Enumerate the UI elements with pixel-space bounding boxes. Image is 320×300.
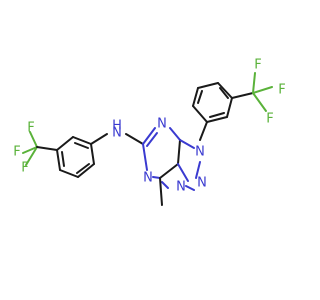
- bond-left-ring-3: [90, 143, 95, 165]
- bond-left-ring-double-2: [76, 163, 90, 174]
- bond-triazole-ring: [199, 121, 208, 141]
- bond-pyr-6: [152, 176, 161, 179]
- bond-f-cf3-left-2: [22, 146, 38, 154]
- atom-f-left-top: F: [27, 121, 34, 136]
- bond-pyr-2: [169, 127, 181, 141]
- atom-labels-layer: H N N N N N N F F F F F F: [13, 58, 285, 195]
- bond-f-cf3-right-2: [252, 86, 273, 94]
- bond-up-ring-3: [197, 82, 219, 89]
- bond-up-ring-5: [226, 97, 233, 118]
- bond-tri-1: [179, 139, 195, 149]
- bond-f-cf3-left-3: [25, 146, 38, 166]
- bond-nh-pyrimidine: [125, 133, 144, 145]
- bond-up-ring-cf3: [231, 92, 254, 99]
- atom-n3: N: [195, 145, 205, 160]
- structure-svg: H N N N N N N F F F F F F: [13, 58, 286, 206]
- bond-up-ring-double-1: [197, 90, 203, 104]
- atom-n1: N: [176, 180, 186, 195]
- bond-left-ring-double-3: [61, 151, 65, 167]
- bond-tri-3: [177, 163, 189, 182]
- bond-up-ring-6: [206, 116, 228, 123]
- bond-left-ring-5: [59, 169, 79, 178]
- atom-n-amine: N: [112, 126, 122, 141]
- bond-ring-nh: [90, 133, 108, 145]
- bond-up-ring-2: [192, 87, 199, 107]
- molecule-diagram: H N N N N N N F F F F F F: [13, 58, 286, 206]
- atom-f-right-mid: F: [278, 83, 285, 98]
- atom-f-left-mid: F: [13, 145, 20, 160]
- bond-tri-2: [195, 161, 201, 179]
- bond-tri-4: [185, 185, 195, 191]
- bond-pyr-3: [177, 139, 181, 165]
- atom-n2: N: [197, 176, 207, 191]
- bond-left-ring-1: [56, 136, 74, 151]
- atom-f-right-top: F: [254, 58, 261, 73]
- bond-up-ring-4: [217, 82, 233, 99]
- atom-f-right-bottom: F: [266, 112, 273, 127]
- bond-f-cf3-right-3: [252, 92, 267, 112]
- bond-pyr-5: [142, 143, 148, 171]
- bond-methyl: [159, 177, 163, 206]
- atom-h-amine: H: [112, 119, 122, 134]
- atom-n-pyrimidine-bottom: N: [143, 171, 153, 186]
- bond-cf3-left-ring: [36, 146, 58, 151]
- bond-pyr-1: [142, 127, 156, 145]
- bond-left-ring-2: [72, 136, 92, 145]
- atom-n-pyrimidine-top: N: [157, 117, 167, 132]
- bond-up-ring-double-3: [209, 112, 225, 118]
- bond-f-cf3-left-1: [29, 131, 38, 148]
- atom-f-left-bottom: F: [21, 161, 28, 176]
- bond-left-ring-6: [56, 149, 61, 171]
- bond-left-ring-4: [77, 163, 95, 178]
- bond-up-ring-1: [192, 105, 208, 123]
- bond-pyr-4: [159, 163, 179, 179]
- bond-pyr-6b: [161, 181, 169, 189]
- bond-up-ring-double-2: [219, 87, 229, 99]
- bond-left-ring-double-1: [74, 142, 89, 149]
- bond-layer: [22, 72, 273, 206]
- bond-pyr-1-double: [146, 132, 158, 147]
- bond-f-cf3-right-1: [252, 72, 256, 94]
